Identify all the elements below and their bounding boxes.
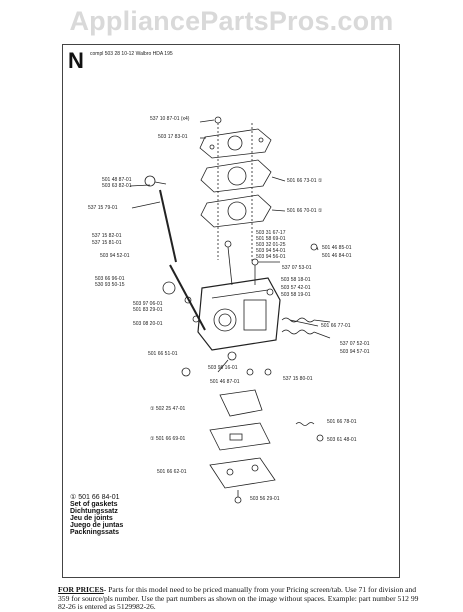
carburetor-body (197, 277, 281, 351)
legend-line: Jeu de joints (70, 515, 113, 522)
legend-line: Packningssats (70, 529, 120, 536)
metering-diaphragm (209, 422, 271, 451)
metering-gasket (219, 389, 263, 417)
legend-line: Set of gaskets (70, 501, 118, 508)
part-label: 501 66 62-01 (157, 469, 187, 475)
part-label: 530 93 50-15 (95, 282, 125, 288)
part-label: 503 17 83-01 (158, 134, 188, 140)
part-label: 501 66 70-01 ① (287, 208, 323, 214)
part-label: 503 61 48-01 (327, 437, 357, 443)
part-label: 537 15 80-01 (283, 376, 313, 382)
gasket-shape (200, 159, 272, 193)
part-label: ① 502 25 47-01 (150, 406, 186, 412)
legend-part-number: ① 501 66 84-01 (70, 494, 120, 501)
part-label: 501 48 87-01 (102, 177, 132, 183)
part-label: 537 10 87-01 (x4) (150, 116, 190, 122)
section-letter: N (68, 48, 84, 73)
part-label: 503 58 19-01 (281, 292, 311, 298)
screw-icon (214, 116, 222, 124)
part-label: 537 07 52-01 (340, 341, 370, 347)
part-label: 503 94 52-01 (100, 253, 130, 259)
part-label: 503 58 18-01 (281, 277, 311, 283)
bottom-cover (209, 457, 276, 489)
part-label: 501 66 73-01 ① (287, 178, 323, 184)
part-label: 503 98 16-01 (208, 365, 238, 371)
part-label: 503 56 29-01 (250, 496, 280, 502)
pricing-note: FOR PRICES- Parts for this model need to… (58, 585, 428, 612)
part-label: 501 83 29-01 (133, 307, 163, 313)
part-label: 503 94 56-01 (256, 254, 286, 260)
part-label: 501 66 51-01 (148, 351, 178, 357)
gasket-set-legend: ① 501 66 84-01 Set of gaskets Dichtungss… (70, 494, 123, 536)
pricing-note-lead: FOR PRICES (58, 585, 104, 594)
legend-line: Juego de juntas (70, 522, 124, 529)
part-label: 503 08 20-01 (133, 321, 163, 327)
diaphragm-shape (200, 194, 272, 228)
part-label: 503 94 57-01 (340, 349, 370, 355)
pricing-note-text: - Parts for this model need to be priced… (58, 585, 419, 612)
part-label: 503 32 01-25 (256, 242, 286, 248)
part-label: 501 46 85-01 (322, 245, 352, 251)
part-label: 501 46 87-01 (210, 379, 240, 385)
watermark: AppliancePartsPros.com (69, 6, 394, 36)
part-label: 537 15 79-01 (88, 205, 118, 211)
part-label: 501 66 77-01 (321, 323, 351, 329)
cover-plate (199, 128, 272, 159)
part-label: 537 15 81-01 (92, 240, 122, 246)
legend-line: Dichtungssatz (70, 508, 118, 515)
part-label: 503 66 96-01 (95, 276, 125, 282)
part-label: 537 07 53-01 (282, 265, 312, 271)
part-label: 503 97 06-01 (133, 301, 163, 307)
part-label: ① 501 66 69-01 (150, 436, 186, 442)
diagram-header: compl 503 28 10-12 Walbro HDA 195 (90, 51, 173, 57)
part-label: 503 31 67-17 (256, 230, 286, 236)
part-label: 503 63 82-01 (102, 183, 132, 189)
part-label: 501 58 69-01 (256, 236, 286, 242)
part-label: 503 94 54-01 (256, 248, 286, 254)
part-label: 537 15 82-01 (92, 233, 122, 239)
part-label: 503 57 42-01 (281, 285, 311, 291)
part-label: 501 46 84-01 (322, 253, 352, 259)
part-label: 501 66 78-01 (327, 419, 357, 425)
